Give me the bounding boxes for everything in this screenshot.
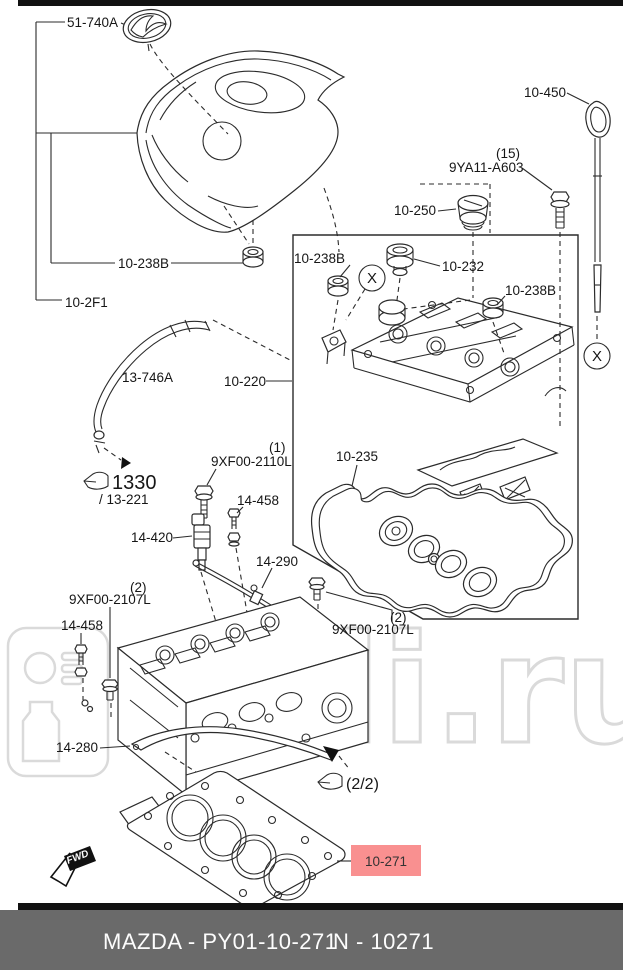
circled-x-left: X bbox=[345, 264, 386, 321]
callout-13-221: / 13-221 bbox=[99, 492, 149, 507]
callout-14-280: 14-280 bbox=[56, 740, 98, 755]
callout-10-450: 10-450 bbox=[524, 85, 566, 100]
callout-qty-2-left: (2) bbox=[130, 580, 147, 595]
hand-icon-1330 bbox=[83, 471, 109, 490]
callout-9XF00-2110L: 9XF00-2110L bbox=[211, 454, 292, 469]
callout-qty-1: (1) bbox=[269, 440, 286, 455]
callout-14-458-left: 14-458 bbox=[61, 618, 103, 633]
footer-bar: MAZDA - PY01-10-271 N - 10271 bbox=[0, 903, 623, 970]
svg-text:X: X bbox=[367, 270, 377, 287]
top-border-bar bbox=[18, 0, 623, 6]
callout-qty-15: (15) bbox=[496, 146, 520, 161]
callout-14-290: 14-290 bbox=[256, 554, 298, 569]
arrowhead-sheet-ref bbox=[323, 746, 339, 762]
grommet-in-left-drawing bbox=[327, 264, 351, 331]
cylinder-head-drawing bbox=[116, 596, 370, 797]
watermark: li.ru bbox=[6, 603, 623, 780]
mazda-emblem bbox=[122, 8, 172, 52]
callout-10-220: 10-220 bbox=[224, 374, 266, 389]
callout-9YA11-A603: 9YA11-A603 bbox=[449, 160, 524, 175]
watermark-lamp-box bbox=[6, 626, 110, 778]
valve-cover-group-box bbox=[292, 234, 579, 620]
callout-qty-2-right: (2) bbox=[390, 610, 407, 625]
bolt-2110l-drawing bbox=[194, 468, 217, 519]
hand-icon-2-2 bbox=[317, 772, 343, 790]
callout-9XF00-2107L-right: 9XF00-2107L bbox=[332, 622, 414, 637]
assembly-bracket-lines bbox=[35, 21, 247, 301]
engine-cover-drawing bbox=[136, 50, 346, 233]
leader-10-235 bbox=[351, 464, 358, 487]
callout-10-271[interactable]: 10-271 bbox=[365, 854, 407, 869]
dash-head-to-gasket bbox=[164, 751, 197, 773]
mount-grommet-left bbox=[223, 205, 264, 268]
footer-background bbox=[0, 910, 623, 970]
footer-catalog-number: N - 10271 bbox=[333, 929, 434, 954]
fwd-arrow: FWD bbox=[49, 846, 96, 888]
watermark-lamp-icon bbox=[23, 651, 57, 685]
oil-cap-drawing bbox=[403, 194, 489, 310]
dash-cover-to-grommet bbox=[323, 187, 340, 253]
valve-cover-gasket-drawing bbox=[310, 483, 573, 618]
callout-2-2: (2/2) bbox=[346, 776, 379, 793]
head-gasket-drawing bbox=[119, 770, 351, 909]
footer-top-rule bbox=[18, 903, 623, 910]
stud-14-458-left-drawing bbox=[74, 633, 94, 713]
callout-10-238B-right: 10-238B bbox=[505, 283, 556, 298]
bolt-2107l-left-drawing bbox=[101, 607, 119, 717]
callout-10-238B-inbox: 10-238B bbox=[294, 251, 345, 266]
callout-10-2F1: 10-2F1 bbox=[65, 295, 108, 310]
callout-10-232: 10-232 bbox=[442, 259, 484, 274]
callout-labels: 51-740A 10-450 (15) 9YA11-A603 10-250 10… bbox=[56, 15, 566, 793]
callout-51-740A: 51-740A bbox=[67, 15, 118, 30]
callout-10-238B-left: 10-238B bbox=[118, 256, 169, 271]
circled-x-right: X bbox=[583, 342, 611, 370]
callout-10-250: 10-250 bbox=[394, 203, 436, 218]
bolt-9ya11-drawing bbox=[521, 167, 570, 428]
svg-text:X: X bbox=[592, 348, 602, 365]
dash-pipe-to-box bbox=[212, 319, 291, 361]
callout-13-746A: 13-746A bbox=[122, 370, 173, 385]
callout-14-458-upper: 14-458 bbox=[237, 493, 279, 508]
watermark-bottle-icon bbox=[21, 700, 61, 763]
dipstick-drawing bbox=[566, 92, 611, 340]
callout-10-235: 10-235 bbox=[336, 449, 378, 464]
grommet-right-drawing bbox=[482, 295, 506, 357]
valve-cover-drawing bbox=[321, 297, 575, 403]
callout-14-420: 14-420 bbox=[131, 530, 173, 545]
grommet-10-232-drawing bbox=[386, 243, 441, 301]
footer-part-title: MAZDA - PY01-10-271 bbox=[103, 929, 337, 954]
arrowhead-to-1330 bbox=[121, 457, 131, 469]
callout-9XF00-2107L-left: 9XF00-2107L bbox=[69, 592, 151, 607]
callout-1330: 1330 bbox=[112, 472, 157, 494]
bolt-2107l-right-drawing bbox=[308, 577, 393, 656]
highlight-box[interactable] bbox=[351, 845, 421, 876]
highlighted-part-label[interactable]: 10-271 bbox=[351, 845, 421, 876]
sheet-ref-group bbox=[317, 746, 351, 790]
watermark-text: li.ru bbox=[330, 604, 623, 778]
oil-level-pipe bbox=[93, 319, 291, 469]
dash-cover-to-box bbox=[420, 183, 491, 233]
